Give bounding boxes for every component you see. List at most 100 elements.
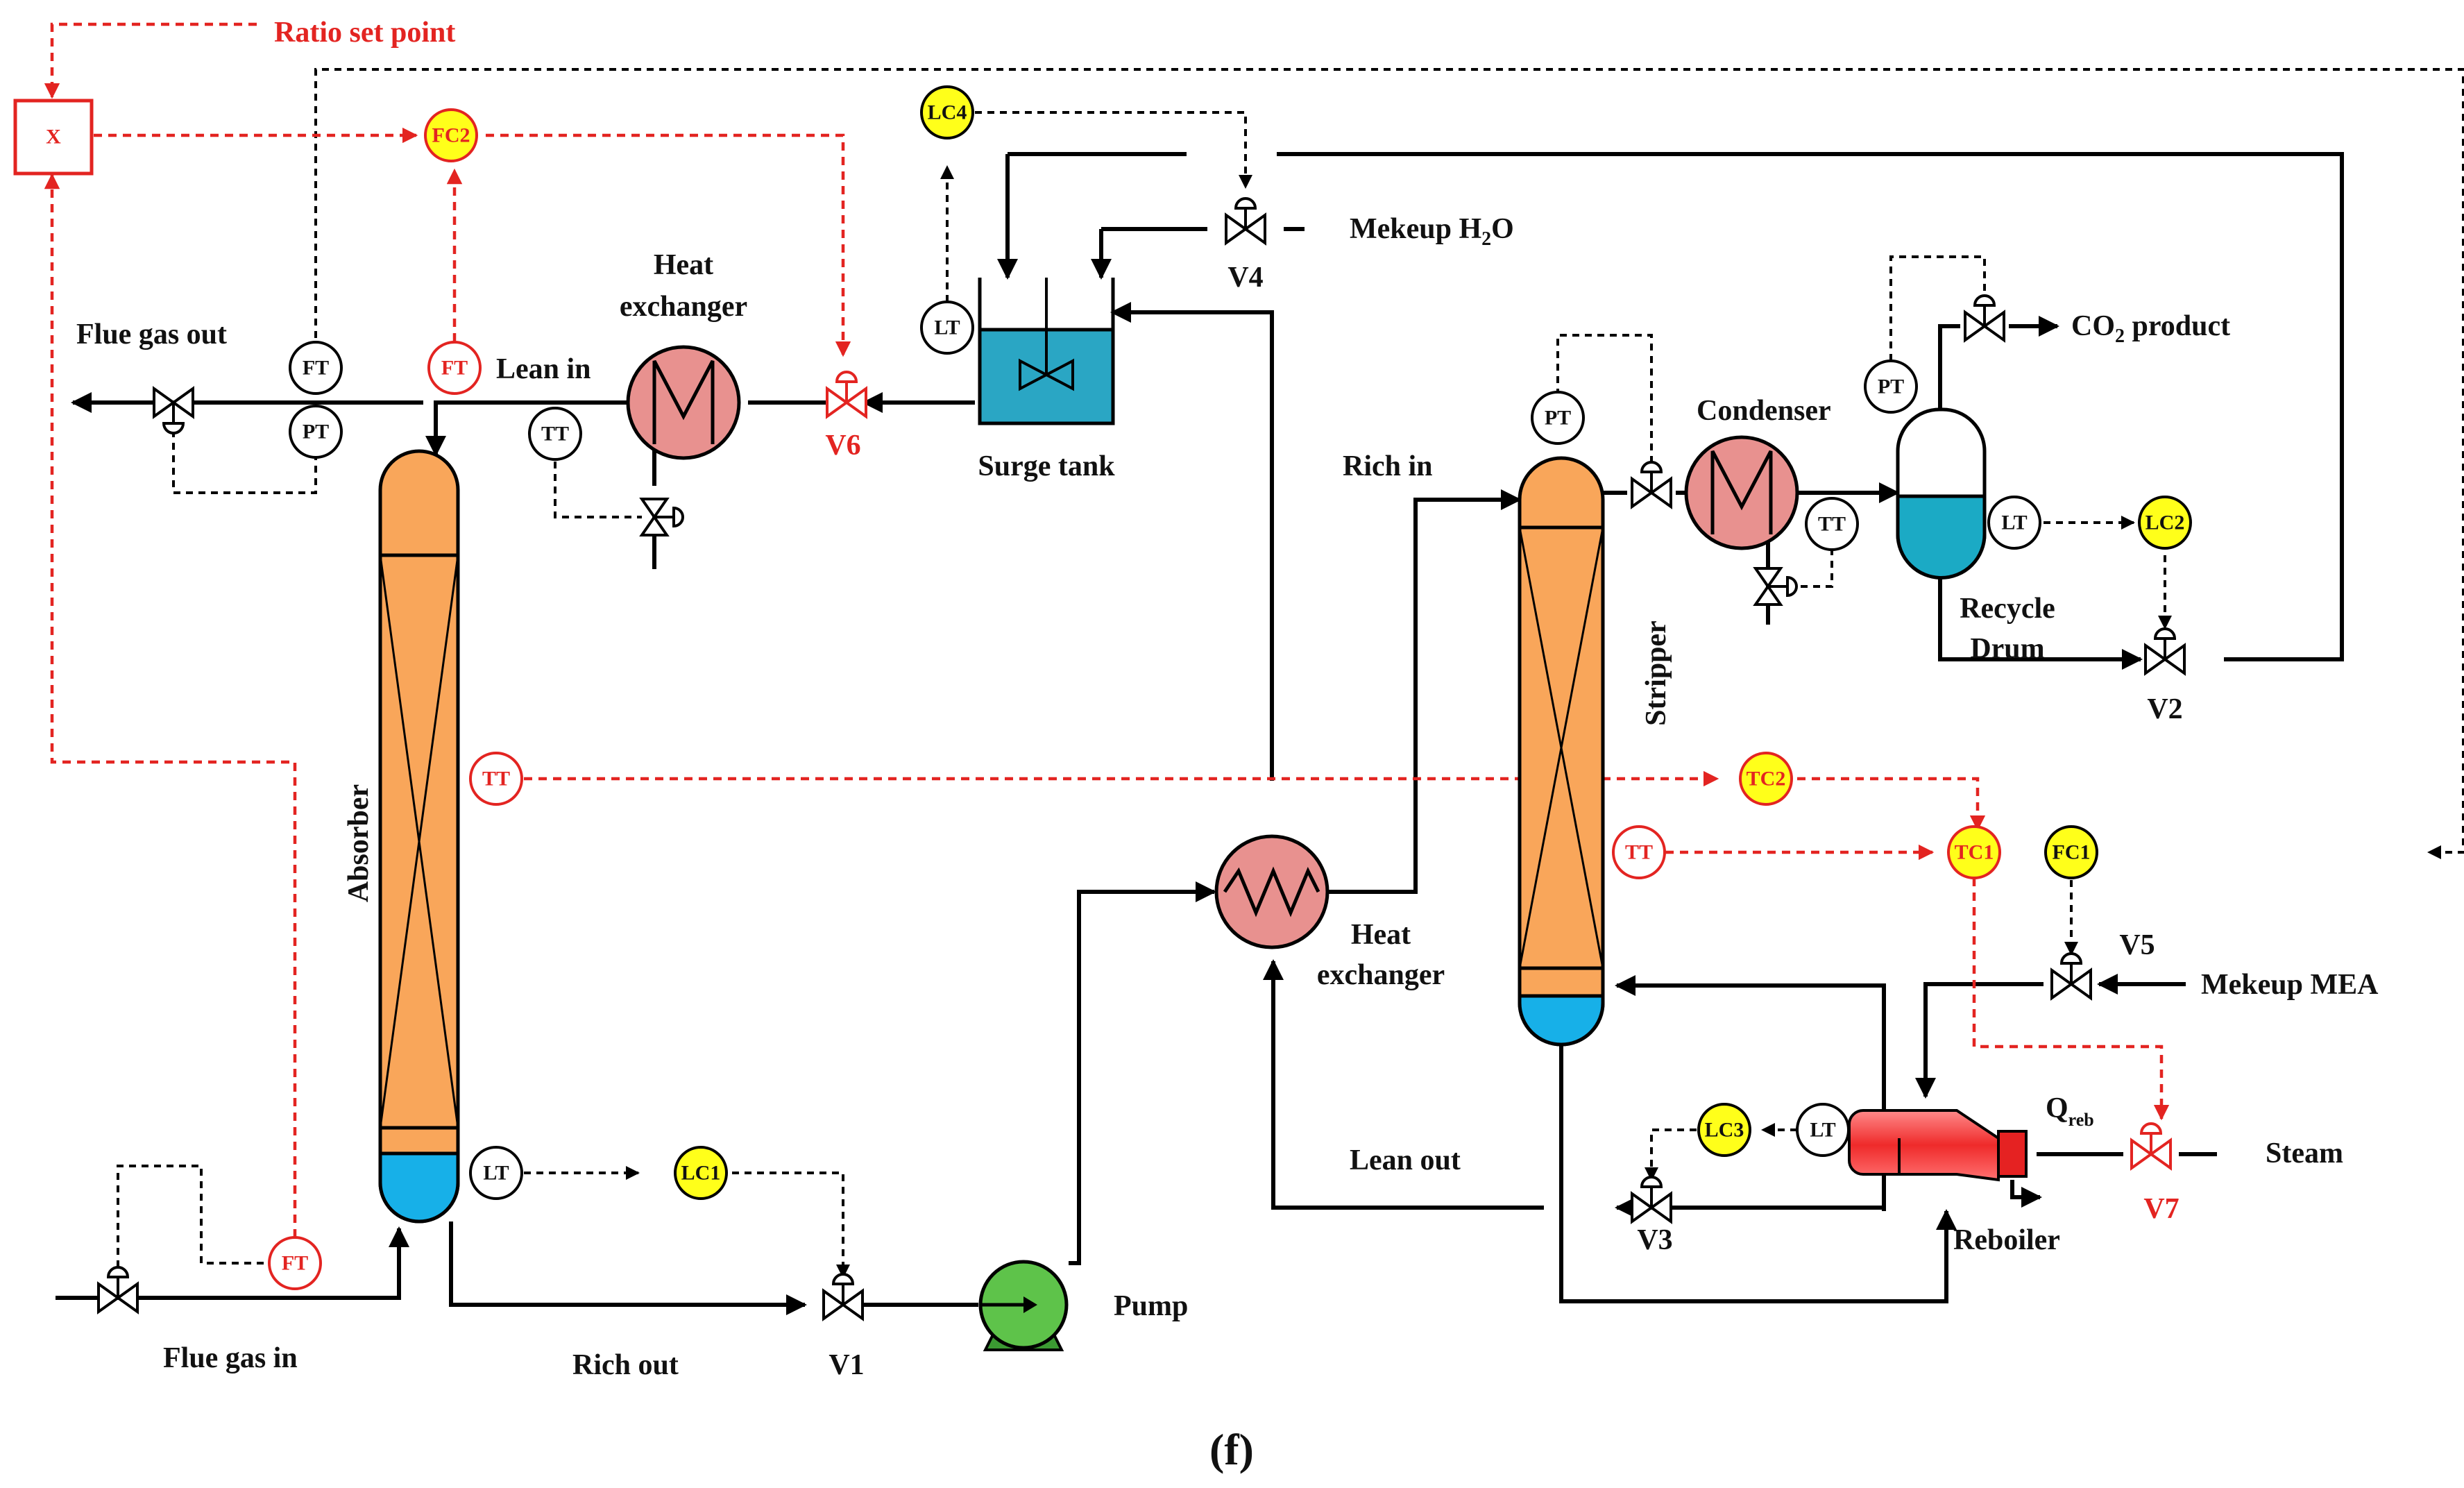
v7-label: V7 <box>2143 1193 2179 1225</box>
ratio-set-point-label: Ratio set point <box>274 17 455 49</box>
tt-absorber[interactable]: TT <box>469 752 523 806</box>
svg-text:FC1: FC1 <box>2053 841 2091 864</box>
recycle-drum-label-1: Recycle <box>1960 593 2055 625</box>
svg-text:PT: PT <box>303 421 329 443</box>
lean-heat-exchanger <box>626 345 741 460</box>
v7-valve[interactable] <box>2130 1122 2172 1169</box>
v5-valve[interactable] <box>2050 952 2092 999</box>
flue-gas-out-label: Flue gas out <box>76 319 227 350</box>
lt-surge[interactable]: LT <box>920 301 974 355</box>
tt-stripper[interactable]: TT <box>1612 825 1666 879</box>
svg-text:TT: TT <box>1818 513 1846 536</box>
tc1-controller[interactable]: TC1 <box>1947 825 2001 879</box>
v1-valve[interactable] <box>822 1273 864 1320</box>
stripper-pressure-valve[interactable] <box>1631 461 1672 508</box>
v2-label: V2 <box>2147 693 2182 725</box>
v6-valve[interactable] <box>826 371 867 418</box>
svg-text:TT: TT <box>541 423 569 446</box>
lt-reboiler[interactable]: LT <box>1796 1103 1850 1157</box>
flue-gas-in-valve[interactable] <box>97 1266 139 1313</box>
heat-exchanger-top-label-1: Heat <box>654 249 713 281</box>
svg-text:FT: FT <box>303 357 329 380</box>
reboiler <box>1848 1109 2028 1182</box>
ft-lean[interactable]: FT <box>427 341 482 395</box>
v5-label: V5 <box>2119 929 2155 961</box>
diagram-labels: Ratio set point Flue gas out Flue gas in… <box>76 17 2379 1474</box>
ratio-multiplier-block: X <box>13 99 94 176</box>
svg-text:LT: LT <box>483 1162 509 1185</box>
svg-text:LC2: LC2 <box>2146 512 2185 534</box>
svg-text:LC3: LC3 <box>1705 1119 1744 1142</box>
svg-text:LT: LT <box>1810 1119 1835 1142</box>
svg-text:PT: PT <box>1545 407 1571 430</box>
flue-gas-in-label: Flue gas in <box>163 1342 298 1374</box>
heat-exchanger-mid-label-2: exchanger <box>1317 959 1445 991</box>
lean-out-label: Lean out <box>1350 1144 1461 1176</box>
svg-text:TT: TT <box>1625 841 1653 864</box>
svg-text:PT: PT <box>1878 375 1904 398</box>
svg-text:TT: TT <box>482 768 510 790</box>
pump-label: Pump <box>1114 1290 1188 1322</box>
lc3-controller[interactable]: LC3 <box>1697 1103 1751 1157</box>
recycle-drum-label-2: Drum <box>1970 633 2044 665</box>
lt-drum[interactable]: LT <box>1987 496 2041 550</box>
pt-absorber-top[interactable]: PT <box>289 405 343 459</box>
instruments: FT PT TT LT LT PT TT PT LT LT FT TT FT T… <box>268 85 2192 1290</box>
stripper-label: Stripper <box>1640 620 1672 726</box>
tc2-controller[interactable]: TC2 <box>1739 752 1793 806</box>
lc4-controller[interactable]: LC4 <box>920 85 974 140</box>
v3-label: V3 <box>1637 1224 1672 1256</box>
svg-text:LC4: LC4 <box>928 101 967 124</box>
co2-product-valve[interactable] <box>1964 294 2005 341</box>
lc2-controller[interactable]: LC2 <box>2138 496 2192 550</box>
process-pipes <box>56 152 2344 1315</box>
makeup-h2o-label: Mekeup H2O <box>1350 213 1514 250</box>
condenser-label: Condenser <box>1697 395 1831 427</box>
v6-label: V6 <box>825 430 860 462</box>
multiplier-label: X <box>46 126 61 149</box>
qreb-label: Qreb <box>2046 1092 2094 1130</box>
svg-text:FC2: FC2 <box>432 124 470 147</box>
lean-in-label: Lean in <box>496 353 591 385</box>
hx-cooling-valve[interactable] <box>640 498 684 536</box>
v4-valve[interactable] <box>1225 197 1266 244</box>
surge-tank <box>978 278 1115 425</box>
svg-text:TC2: TC2 <box>1747 768 1786 790</box>
flue-gas-out-valve[interactable] <box>153 387 194 434</box>
makeup-mea-label: Mekeup MEA <box>2201 969 2379 1001</box>
v3-valve[interactable] <box>1631 1176 1672 1223</box>
svg-text:LT: LT <box>934 316 960 339</box>
heat-exchanger-mid-label-1: Heat <box>1351 919 1411 951</box>
cross-heat-exchanger <box>1214 834 1329 949</box>
svg-text:FT: FT <box>282 1252 308 1275</box>
fc1-controller[interactable]: FC1 <box>2044 825 2098 879</box>
pt-drum[interactable]: PT <box>1864 360 1918 414</box>
steam-label: Steam <box>2266 1138 2343 1169</box>
condenser-cooling-valve[interactable] <box>1754 567 1798 606</box>
rich-in-label: Rich in <box>1343 450 1433 482</box>
ft-feed[interactable]: FT <box>268 1236 322 1290</box>
pt-stripper[interactable]: PT <box>1531 391 1585 445</box>
absorber-label: Absorber <box>343 784 375 902</box>
co2-product-label: CO2 product <box>2071 310 2230 347</box>
ft-absorber-top[interactable]: FT <box>289 341 343 395</box>
control-signals <box>117 68 2464 1278</box>
reboiler-label: Reboiler <box>1953 1224 2060 1256</box>
pump <box>978 1260 1069 1351</box>
v2-valve[interactable] <box>2144 627 2186 675</box>
svg-text:FT: FT <box>441 357 468 380</box>
lc1-controller[interactable]: LC1 <box>674 1146 728 1200</box>
lt-absorber[interactable]: LT <box>469 1146 523 1200</box>
tt-lean[interactable]: TT <box>528 407 582 461</box>
svg-text:LC1: LC1 <box>681 1162 721 1185</box>
fc2-controller[interactable]: FC2 <box>424 108 478 162</box>
svg-text:TC1: TC1 <box>1955 841 1994 864</box>
absorber-column <box>378 449 460 1224</box>
tt-condenser[interactable]: TT <box>1805 497 1859 551</box>
rich-out-label: Rich out <box>572 1349 679 1381</box>
svg-text:LT: LT <box>2001 512 2027 534</box>
surge-tank-label: Surge tank <box>978 450 1115 482</box>
v1-label: V1 <box>829 1349 864 1381</box>
stripper-column <box>1518 456 1605 1047</box>
